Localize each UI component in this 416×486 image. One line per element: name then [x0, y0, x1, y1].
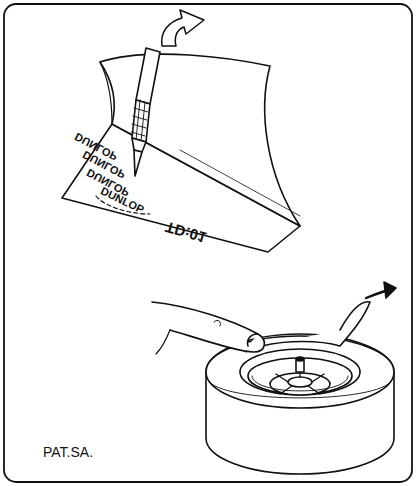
patent-note: PAT.SA. [43, 445, 93, 459]
